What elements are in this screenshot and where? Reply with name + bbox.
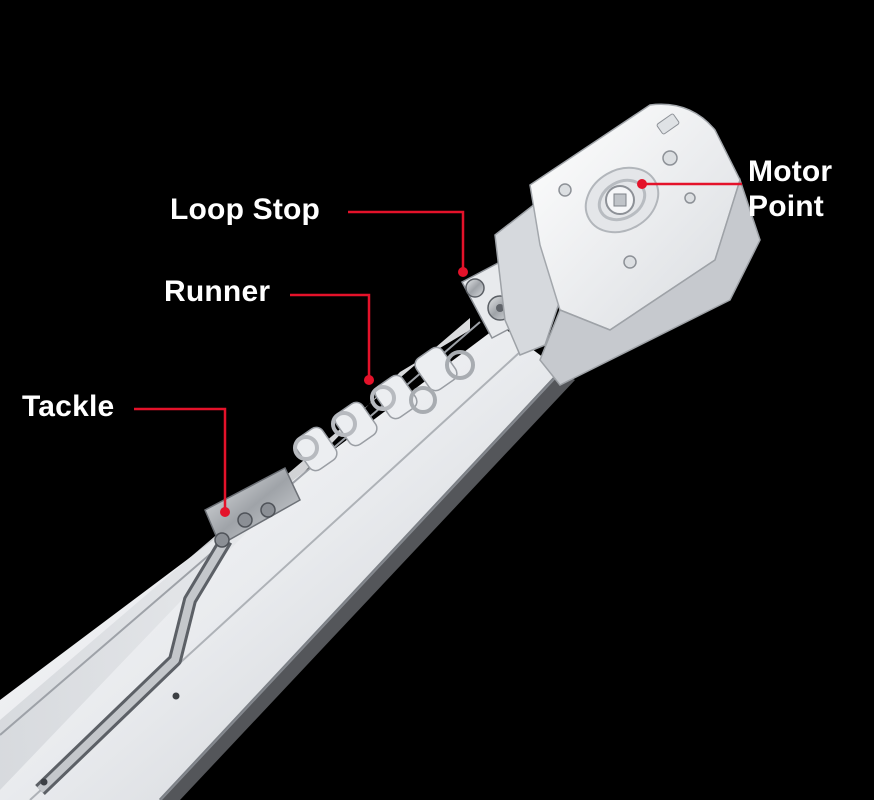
runner-group bbox=[293, 346, 475, 472]
tackle-label: Tackle bbox=[22, 390, 115, 423]
motor-point-label-line1: Motor bbox=[748, 155, 833, 188]
runner-label: Runner bbox=[164, 275, 271, 308]
loop-stop-leader bbox=[348, 210, 465, 272]
runner bbox=[370, 374, 418, 420]
motor-point-label: Motor Point bbox=[748, 154, 832, 224]
leader-dots bbox=[220, 179, 647, 517]
runner bbox=[409, 346, 458, 414]
motor-head bbox=[494, 103, 761, 386]
loop-stop-label: Loop Stop bbox=[170, 193, 321, 226]
runner bbox=[293, 426, 338, 472]
tackle-dot bbox=[220, 507, 230, 517]
runner bbox=[331, 401, 378, 447]
loop-stop-dot bbox=[458, 267, 468, 277]
tackle-bracket bbox=[35, 466, 301, 796]
tackle-leader bbox=[134, 407, 227, 512]
motor-point-dot bbox=[637, 179, 647, 189]
leader-lines bbox=[134, 182, 742, 512]
runner-leader bbox=[290, 293, 371, 380]
runner-ring bbox=[445, 350, 475, 380]
motor-point-label-line2: Point bbox=[748, 190, 824, 223]
runner-dot bbox=[364, 375, 374, 385]
